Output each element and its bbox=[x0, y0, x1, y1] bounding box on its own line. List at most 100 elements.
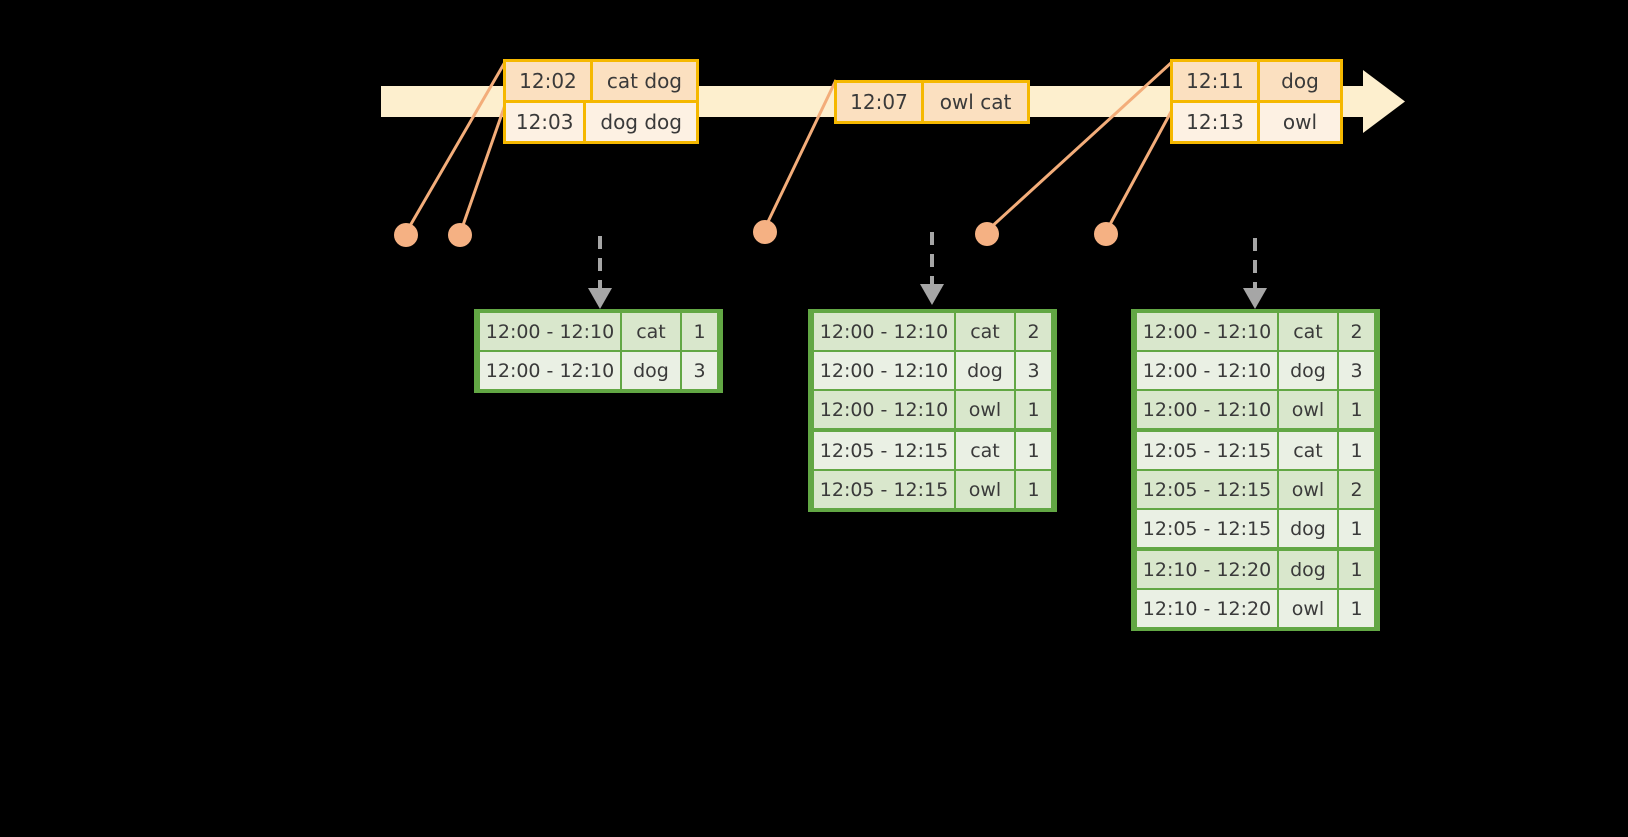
event-time: 12:13 bbox=[1173, 103, 1260, 141]
table-column-separator bbox=[1014, 432, 1016, 469]
cell-window-range: 12:00 - 12:10 bbox=[485, 359, 615, 382]
event-time: 12:02 bbox=[506, 62, 593, 100]
table-column-separator bbox=[953, 391, 956, 428]
event-time: 12:07 bbox=[837, 83, 924, 121]
cell-word: cat bbox=[970, 439, 1000, 462]
table-row-separator bbox=[1135, 350, 1376, 352]
cell-count: 1 bbox=[1027, 398, 1040, 421]
event-box-1[interactable]: 12:02 cat dog 12:03 dog dog bbox=[503, 59, 699, 144]
cell-word: owl bbox=[968, 478, 1002, 501]
table-column-separator bbox=[1337, 391, 1339, 428]
table-column-separator bbox=[1014, 313, 1016, 350]
table-column-separator bbox=[812, 313, 814, 350]
table-column-separator bbox=[1337, 590, 1339, 627]
table-column-separator bbox=[680, 352, 682, 389]
table-column-separator bbox=[1051, 432, 1053, 469]
table-column-separator bbox=[1051, 471, 1053, 508]
event-row: 12:03 dog dog bbox=[506, 100, 696, 141]
event-words: dog dog bbox=[600, 110, 682, 134]
table-column-separator bbox=[953, 352, 956, 389]
table-column-separator bbox=[1014, 391, 1016, 428]
table-column-separator bbox=[1135, 352, 1137, 389]
table-column-separator bbox=[1135, 510, 1137, 547]
event-dot-4 bbox=[975, 222, 999, 246]
table-column-separator bbox=[1337, 471, 1339, 508]
cell-count: 1 bbox=[693, 320, 706, 343]
cell-window-range: 12:05 - 12:15 bbox=[1142, 517, 1272, 540]
table-column-separator bbox=[1337, 551, 1339, 588]
cell-count: 1 bbox=[1350, 517, 1363, 540]
table-row-separator bbox=[812, 350, 1053, 352]
table-column-separator bbox=[1374, 551, 1376, 588]
table-column-separator bbox=[1374, 391, 1376, 428]
cell-window-range: 12:00 - 12:10 bbox=[819, 359, 949, 382]
table-column-separator bbox=[717, 352, 719, 389]
cell-window-range: 12:05 - 12:15 bbox=[1142, 478, 1272, 501]
table-row-separator bbox=[1135, 588, 1376, 590]
table-column-separator bbox=[1276, 551, 1279, 588]
table-column-separator bbox=[953, 471, 956, 508]
event-dot-1 bbox=[394, 223, 418, 247]
cell-window-range: 12:00 - 12:10 bbox=[819, 398, 949, 421]
table-column-separator bbox=[1276, 313, 1279, 350]
cell-count: 1 bbox=[1027, 478, 1040, 501]
table-column-separator bbox=[1337, 352, 1339, 389]
event-dot-2 bbox=[448, 223, 472, 247]
cell-word: cat bbox=[970, 320, 1000, 343]
table-column-separator bbox=[1276, 590, 1279, 627]
event-row: 12:11 dog bbox=[1173, 62, 1340, 100]
cell-window-range: 12:00 - 12:10 bbox=[1142, 359, 1272, 382]
table-column-separator bbox=[1051, 391, 1053, 428]
cell-count: 2 bbox=[1350, 478, 1363, 501]
event-box-3[interactable]: 12:11 dog 12:13 owl bbox=[1170, 59, 1343, 144]
table-column-separator bbox=[1276, 510, 1279, 547]
cell-count: 1 bbox=[1350, 597, 1363, 620]
table-column-separator bbox=[812, 391, 814, 428]
table-column-separator bbox=[1135, 313, 1137, 350]
dashed-arrows bbox=[598, 232, 1257, 288]
event-row: 12:02 cat dog bbox=[506, 62, 696, 100]
event-time: 12:11 bbox=[1173, 62, 1260, 100]
cell-window-range: 12:10 - 12:20 bbox=[1142, 597, 1272, 620]
cell-window-range: 12:00 - 12:10 bbox=[485, 320, 615, 343]
cell-word: owl bbox=[1291, 398, 1325, 421]
table-column-separator bbox=[1135, 551, 1137, 588]
cell-window-range: 12:00 - 12:10 bbox=[1142, 398, 1272, 421]
table-column-separator bbox=[953, 432, 956, 469]
cell-word: dog bbox=[1290, 558, 1326, 581]
table-row-separator bbox=[812, 389, 1053, 391]
table-column-separator bbox=[717, 313, 719, 350]
table-group-separator bbox=[812, 428, 1053, 432]
cell-window-range: 12:05 - 12:15 bbox=[1142, 439, 1272, 462]
table-row-separator bbox=[1135, 469, 1376, 471]
event-row: 12:07 owl cat bbox=[837, 83, 1027, 121]
table-column-separator bbox=[1374, 432, 1376, 469]
table-column-separator bbox=[1135, 471, 1137, 508]
table-column-separator bbox=[1276, 352, 1279, 389]
table-column-separator bbox=[812, 432, 814, 469]
table-column-separator bbox=[619, 352, 622, 389]
cell-window-range: 12:00 - 12:10 bbox=[819, 320, 949, 343]
event-box-2[interactable]: 12:07 owl cat bbox=[834, 80, 1030, 124]
event-time: 12:03 bbox=[506, 103, 587, 141]
table-column-separator bbox=[812, 352, 814, 389]
